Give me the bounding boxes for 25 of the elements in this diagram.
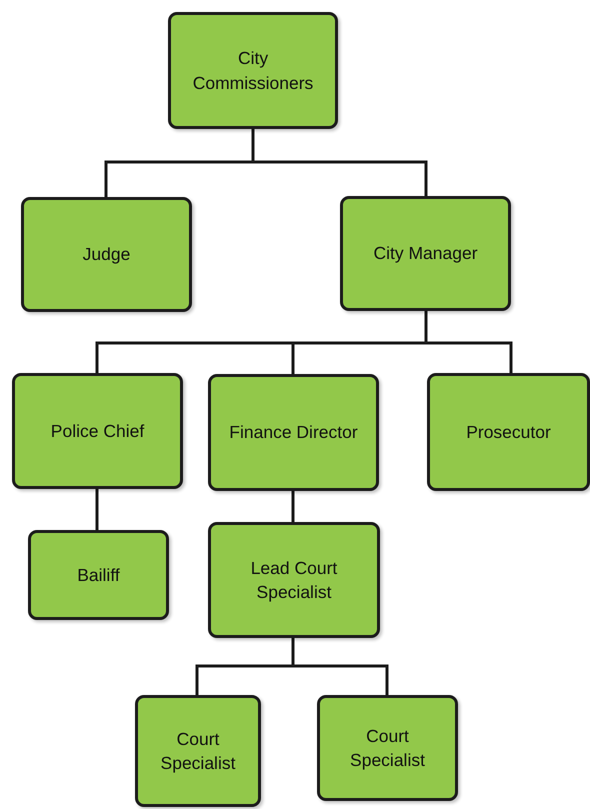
role-title: Judge	[82, 243, 130, 266]
connector-line	[292, 491, 294, 522]
role-title: Prosecutor	[466, 420, 551, 444]
org-box	[28, 530, 169, 620]
org-box	[12, 373, 183, 489]
role-title: Court Specialist	[349, 724, 426, 772]
connector-line	[292, 638, 388, 695]
org-box	[427, 373, 590, 491]
connector-line	[252, 129, 428, 196]
org-box	[168, 12, 338, 129]
role-title: Lead Court Specialist	[250, 556, 338, 604]
org-box	[135, 695, 261, 807]
role-title: Finance Director	[229, 421, 358, 444]
role-title: Police Chief	[50, 420, 144, 443]
role-title: Bailiff	[77, 564, 120, 587]
org-box	[208, 522, 380, 638]
connector-line	[96, 489, 98, 530]
role-title: Court Specialist	[160, 728, 236, 775]
org-box	[340, 196, 511, 311]
org-box	[317, 695, 458, 801]
role-title: City Manager	[373, 242, 478, 266]
role-title: City Commissioners	[192, 47, 314, 94]
connector-line	[424, 311, 512, 373]
org-box	[208, 374, 379, 491]
org-box	[21, 197, 192, 312]
